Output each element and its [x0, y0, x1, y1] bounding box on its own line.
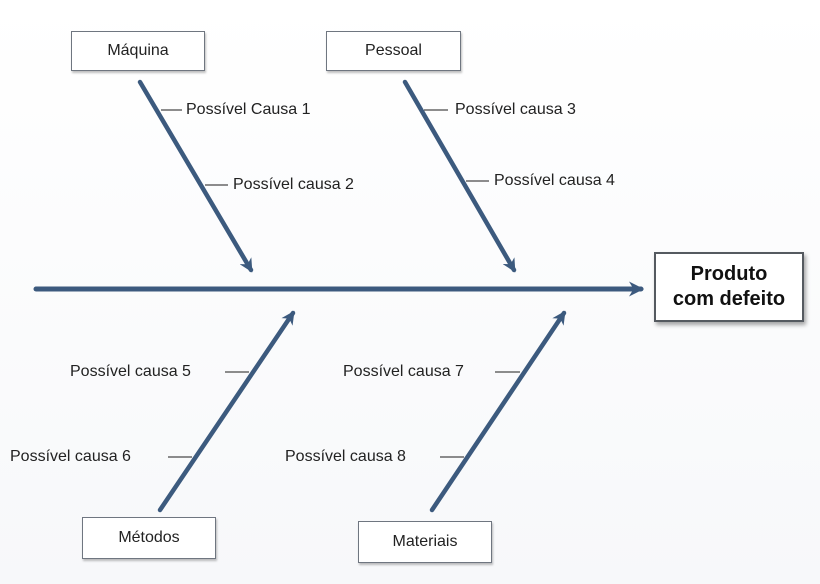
category-pessoal: Pessoal [326, 31, 461, 71]
cause-label-4: Possível causa 4 [494, 171, 615, 191]
cause-label-6: Possível causa 6 [10, 447, 131, 467]
effect-line-1: Produto [691, 262, 768, 287]
cause-label-8: Possível causa 8 [285, 447, 406, 467]
cause-label-3: Possível causa 3 [455, 100, 576, 120]
cause-label-1: Possível Causa 1 [186, 100, 311, 120]
category-metodos: Métodos [82, 517, 216, 559]
bone-metodos-arrow [160, 313, 293, 510]
cause-label-7: Possível causa 7 [343, 362, 464, 382]
effect-line-2: com defeito [673, 287, 785, 312]
cause-label-5: Possível causa 5 [70, 362, 191, 382]
bone-materiais-arrow [432, 313, 564, 510]
category-maquina: Máquina [71, 31, 205, 71]
cause-label-2: Possível causa 2 [233, 175, 354, 195]
effect-box: Produto com defeito [654, 252, 804, 322]
category-materiais: Materiais [358, 521, 492, 563]
